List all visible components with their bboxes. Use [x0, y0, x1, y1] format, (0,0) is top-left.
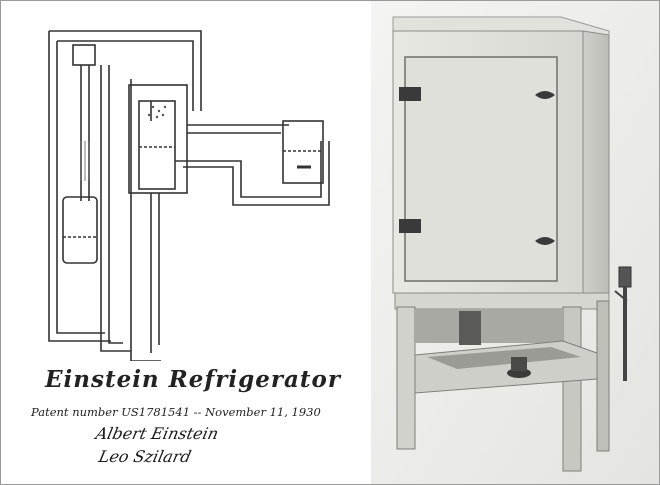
signature-szilard: Leo Szilard [96, 447, 193, 466]
patent-panel: Einstein Refrigerator Patent number US17… [1, 1, 371, 484]
diagram-title: Einstein Refrigerator [45, 366, 341, 393]
refrigerator-diagram-icon [48, 30, 330, 361]
photo-panel [371, 1, 659, 484]
refrigerator-photo-icon [371, 1, 659, 484]
patent-line: Patent number US1781541 -- November 11, … [31, 405, 321, 419]
signature-einstein: Albert Einstein [93, 424, 221, 443]
